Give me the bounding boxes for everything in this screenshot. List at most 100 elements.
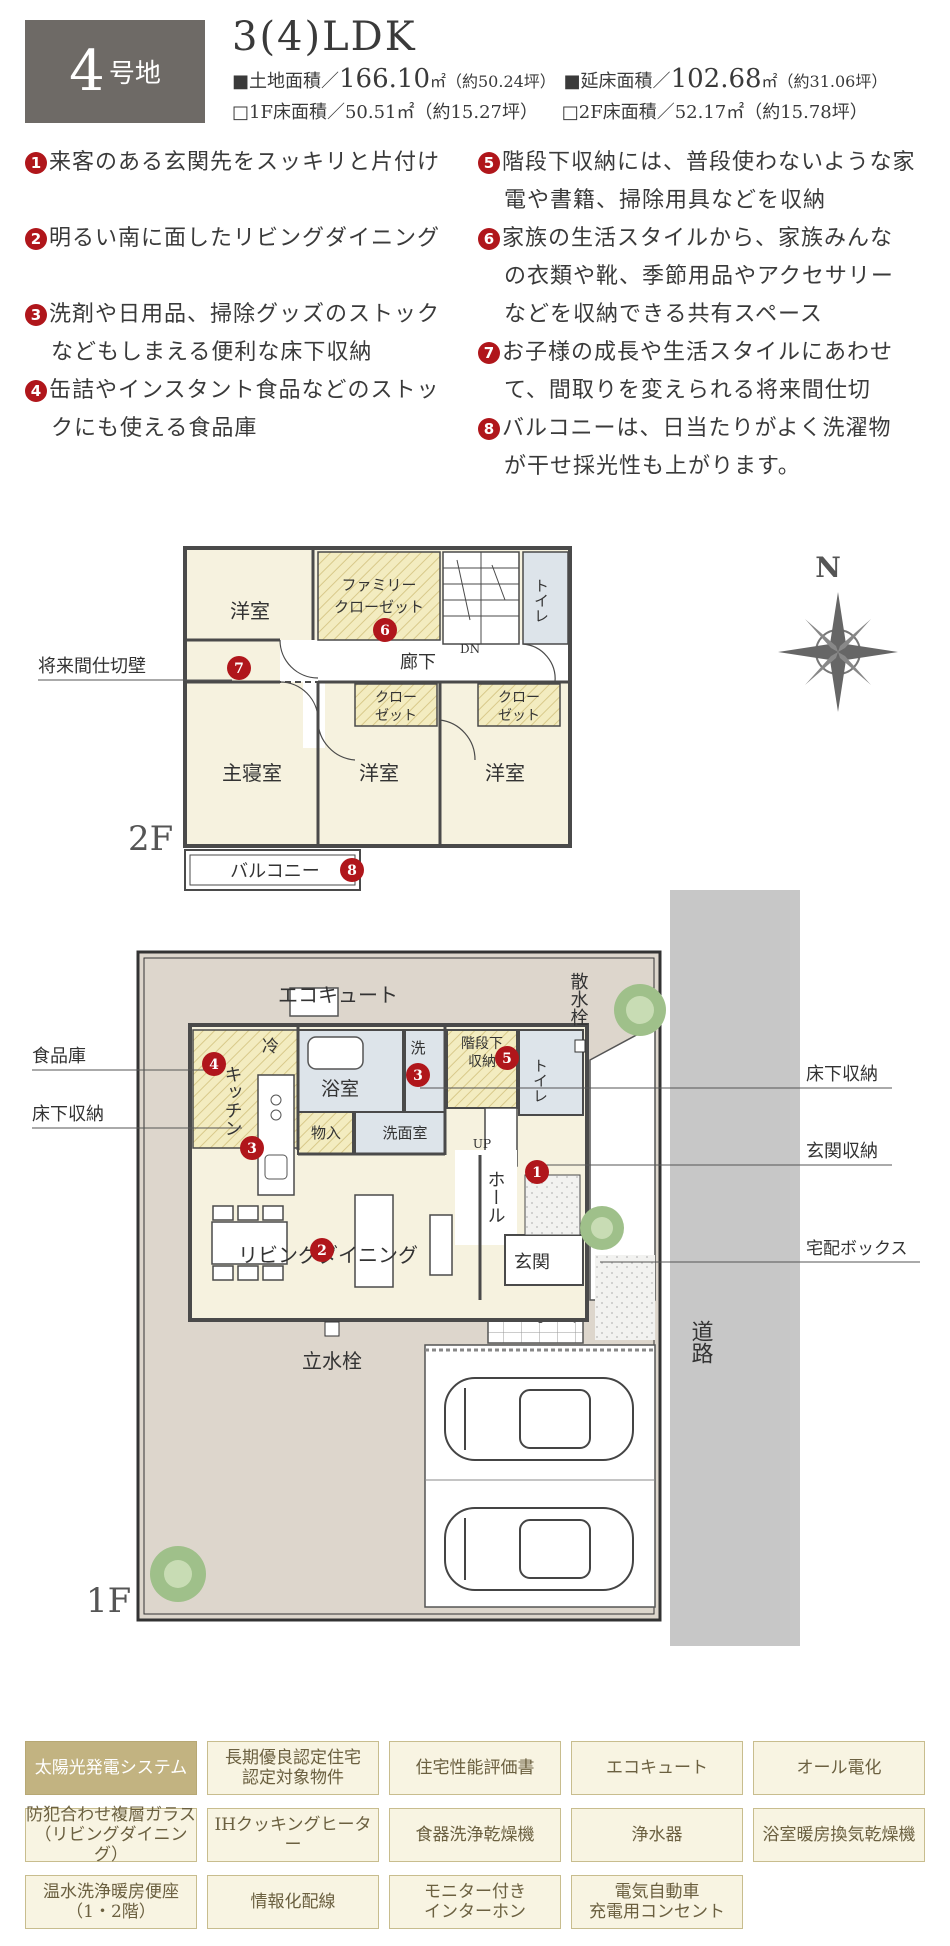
equipment-label: 防犯合わせ複層ガラス （リビングダイニング） bbox=[26, 1805, 196, 1865]
equipment-item: 浄水器 bbox=[571, 1808, 743, 1862]
lot-suffix: 号地 bbox=[108, 59, 161, 89]
compass-needle-n bbox=[830, 592, 846, 652]
marker-2-num: 2 bbox=[317, 1243, 327, 1259]
toilet-1f-label: トイレ bbox=[531, 1058, 549, 1103]
2f-master: 主寝室 bbox=[222, 761, 282, 785]
floor1-area: □1F床面積／50.51㎡（約15.27坪） bbox=[232, 102, 539, 123]
feature-text: 階段下収納には、普段使わないような家 bbox=[502, 150, 916, 175]
under-stair-l2: 収納 bbox=[468, 1054, 496, 1070]
tree-1 bbox=[614, 984, 666, 1036]
bath-label: 浴室 bbox=[321, 1078, 359, 1100]
fridge-label: 冷 bbox=[262, 1037, 279, 1057]
equipment-item: 食器洗浄乾燥機 bbox=[389, 1808, 561, 1862]
storage-room bbox=[297, 1111, 354, 1155]
feature-badge: 8 bbox=[478, 418, 500, 440]
callout-delivery-box: 宅配ボックス bbox=[806, 1239, 908, 1259]
stove-burner-1 bbox=[270, 1094, 282, 1106]
ecocute-unit bbox=[289, 987, 339, 1017]
hall-1f-label: ホール bbox=[485, 1170, 506, 1224]
feature-3-cont: などもしまえる便利な床下収納 bbox=[51, 340, 373, 365]
land-area-label: ■土地面積／ bbox=[232, 71, 340, 92]
equipment-item: 浴室暖房換気乾燥機 bbox=[753, 1808, 925, 1862]
compass-needle-sw bbox=[805, 652, 838, 685]
equipment-item: IHクッキングヒーター bbox=[207, 1808, 379, 1862]
sink bbox=[264, 1154, 288, 1180]
2f-western-s2: 洋室 bbox=[485, 761, 525, 785]
area-line-2: □1F床面積／50.51㎡（約15.27坪） □2F床面積／52.17㎡（約15… bbox=[232, 98, 868, 124]
compass-needle-nw bbox=[805, 619, 838, 652]
2f-closet-b-l1: クロー bbox=[498, 690, 540, 706]
equipment-item: 住宅性能評価書 bbox=[389, 1741, 561, 1795]
2f-toilet: トイレ bbox=[532, 578, 550, 623]
feature-text: お子様の成長や生活スタイルにあわせ bbox=[502, 340, 894, 365]
callout-entrance-storage: 玄関収納 bbox=[806, 1141, 878, 1162]
land-area-value: 166.10 bbox=[339, 64, 430, 94]
compass-n: N bbox=[815, 551, 841, 584]
standing-tap-label: 立水栓 bbox=[302, 1349, 362, 1373]
under-stair-l1: 階段下 bbox=[461, 1036, 503, 1052]
standing-tap-icon bbox=[324, 1321, 340, 1337]
2f-closet-a bbox=[354, 683, 438, 727]
road-label: 道路 bbox=[688, 1320, 714, 1364]
2f-closet-a-l1: クロー bbox=[375, 690, 417, 706]
up-label: UP bbox=[473, 1137, 491, 1151]
feature-text: 洗剤や日用品、掃除グッズのストック bbox=[49, 302, 441, 327]
equipment-item: オール電化 bbox=[753, 1741, 925, 1795]
callout-pantry: 食品庫 bbox=[32, 1046, 86, 1067]
car-2 bbox=[444, 1507, 634, 1591]
compass-needle-s bbox=[830, 652, 846, 712]
equipment-label: オール電化 bbox=[796, 1758, 882, 1778]
feature-6-cont-2: などを収納できる共有スペース bbox=[504, 302, 823, 327]
marker-3b-num: 3 bbox=[247, 1141, 257, 1157]
equipment-label: 食器洗浄乾燥機 bbox=[415, 1825, 535, 1845]
marker-6 bbox=[373, 618, 397, 642]
equipment-item: 長期優良認定住宅 認定対象物件 bbox=[207, 1741, 379, 1795]
compass-needle-ne bbox=[838, 619, 871, 652]
2f-western-nw: 洋室 bbox=[230, 599, 270, 623]
dining-set bbox=[211, 1205, 288, 1281]
plan-1f: 道路 ポーチ bbox=[32, 890, 920, 1646]
equipment-label: 温水洗浄暖房便座 （1・2階） bbox=[43, 1882, 179, 1922]
toilet-1f-room bbox=[518, 1029, 584, 1116]
floor-1f-label: 1F bbox=[86, 1581, 131, 1621]
feature-badge: 6 bbox=[478, 228, 500, 250]
equipment-item: エコキュート bbox=[571, 1741, 743, 1795]
2f-stair-treads bbox=[443, 552, 519, 644]
feature-text: 缶詰やインスタント食品などのストッ bbox=[49, 378, 440, 403]
feature-badge: 3 bbox=[25, 304, 47, 326]
land-area-unit: ㎡（約50.24坪） bbox=[430, 72, 556, 91]
tv-board bbox=[429, 1214, 453, 1276]
marker-4-num: 4 bbox=[209, 1057, 219, 1073]
equipment-item: 温水洗浄暖房便座 （1・2階） bbox=[25, 1875, 197, 1929]
area-line-1: ■土地面積／166.10㎡（約50.24坪） ■延床面積／102.68㎡（約31… bbox=[232, 64, 887, 94]
total-floor-value: 102.68 bbox=[670, 64, 762, 94]
entrance-label: 玄関 bbox=[514, 1252, 550, 1273]
2f-western-s1: 洋室 bbox=[359, 761, 399, 785]
wash-mark: 洗 bbox=[410, 1039, 425, 1057]
callout-lines-1f bbox=[32, 1069, 920, 1263]
kitchen-counter bbox=[257, 1074, 295, 1196]
ecocute-label: エコキュート bbox=[278, 983, 398, 1007]
2f-hallway bbox=[280, 640, 568, 682]
compass: N bbox=[778, 551, 898, 712]
feature-6-cont-1: の衣類や靴、季節用品やアクセサリー bbox=[504, 264, 894, 289]
equipment-item: 情報化配線 bbox=[207, 1875, 379, 1929]
feature-badge: 2 bbox=[25, 228, 47, 250]
2f-closet-b bbox=[477, 683, 561, 727]
gravel-bed bbox=[595, 1255, 655, 1340]
2f-balcony-label: バルコニー bbox=[230, 861, 320, 882]
stove-burner-2 bbox=[270, 1109, 282, 1121]
equipment-item: 防犯合わせ複層ガラス （リビングダイニング） bbox=[25, 1805, 197, 1865]
plan-2f: 洋室 ファミリー クローゼット トイレ 廊下 DN クロー ゼット クロー ゼッ… bbox=[38, 546, 572, 891]
feature-badge: 5 bbox=[478, 152, 500, 174]
callout-underfloor-right: 床下収納 bbox=[806, 1064, 878, 1085]
compass-needle-se bbox=[838, 652, 871, 685]
feature-text: バルコニーは、日当たりがよく洗濯物 bbox=[502, 416, 892, 441]
